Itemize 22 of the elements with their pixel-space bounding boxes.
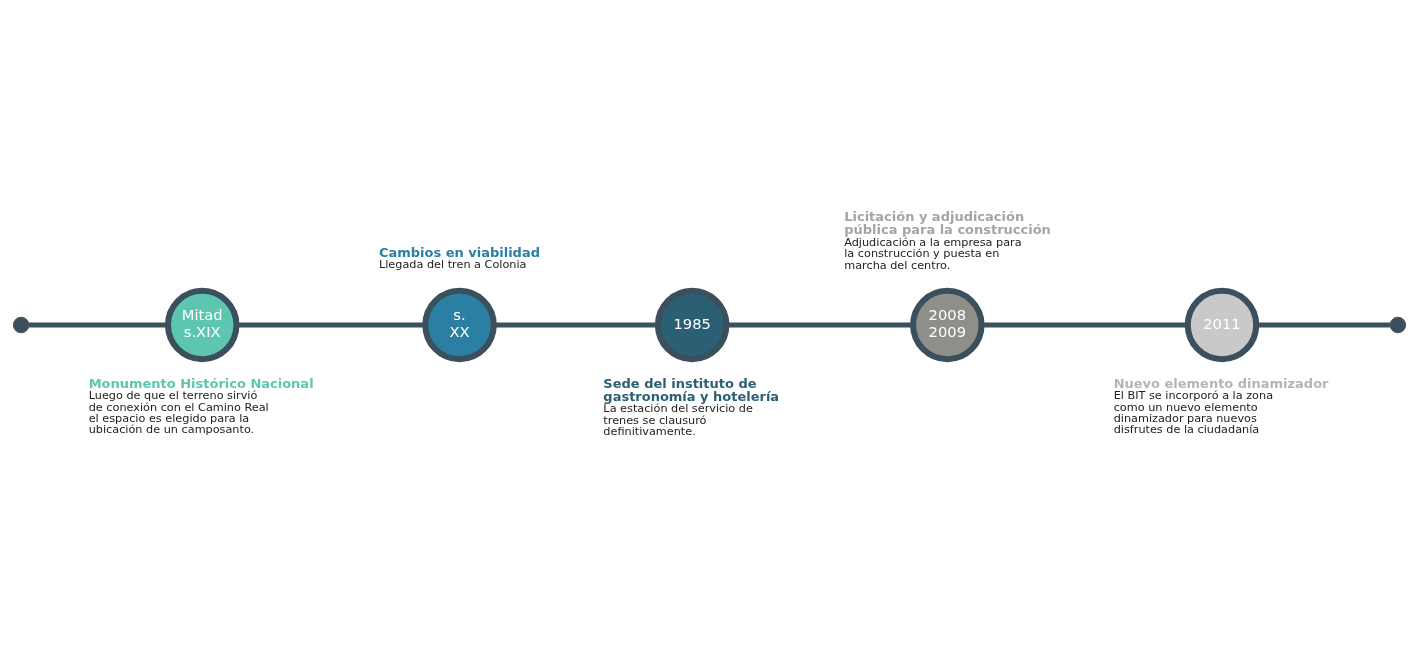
node-label: Nuevo elemento dinamizador <box>1113 375 1329 391</box>
connector <box>726 322 913 328</box>
node-circle <box>12 316 30 334</box>
node-label: Monumento Histórico Nacional <box>88 375 314 391</box>
node-label: Cambios en viabilidad <box>378 244 540 260</box>
node-circle: 1985 <box>654 287 730 363</box>
node-label: Adjudicación a la empresa para la construcción y puesta en marcha del centro. <box>844 236 1022 272</box>
node-label: Luego de que el terreno sirvió de conexión con el Camino Real el espacio es elegido para la ubicación de un camposanto. <box>88 389 269 437</box>
node-label: La estación del servicio de trenes se clausuró definitivamente. <box>603 402 753 438</box>
node-label: El BIT se incorporó a la zona como un nuevo elemento dinamizador para nuevos disfrutes de la ciudadanía <box>1113 389 1274 437</box>
node-label: Licitación y adjudicación pública para la construcción <box>844 209 1051 238</box>
node-label: Sede del instituto de gastronomía y hotelería <box>603 375 780 404</box>
node-circle: 2008 2009 <box>910 287 985 363</box>
connector <box>981 322 1188 328</box>
connector <box>494 322 658 328</box>
node-label: Llegada del tren a Colonia <box>378 258 527 272</box>
connector <box>1256 322 1390 328</box>
node-circle: Mitad s.XIX <box>164 287 240 363</box>
connector <box>236 322 426 328</box>
node-circle <box>1389 316 1407 334</box>
node-circle: s. XX <box>422 287 497 363</box>
connector <box>29 322 168 328</box>
